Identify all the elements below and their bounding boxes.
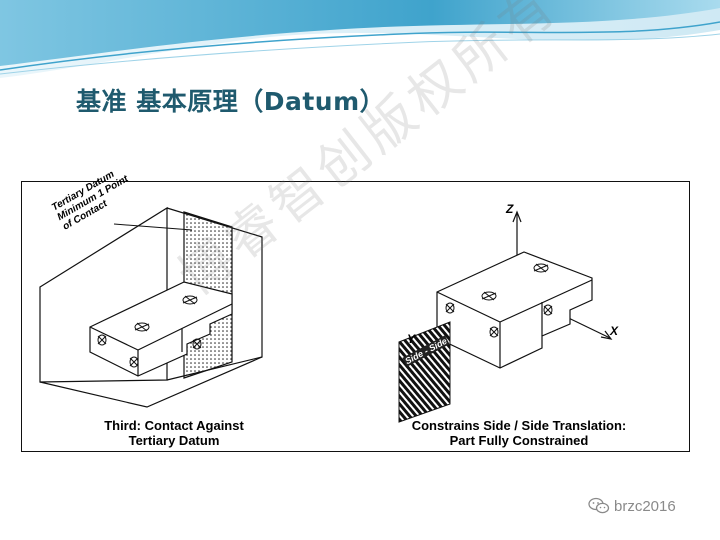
footer-handle: brzc2016	[614, 497, 676, 515]
caption-line: Tertiary Datum	[128, 433, 220, 448]
right-caption: Constrains Side / Side Translation: Part…	[394, 418, 644, 448]
caption-line: Third: Contact Against	[104, 418, 244, 433]
footer-source: brzc2016	[588, 497, 676, 515]
right-target-symbols	[445, 263, 553, 338]
leader-line	[113, 223, 193, 231]
right-part-block	[436, 251, 593, 369]
slide-title: 基准 基本原理（Datum）	[76, 87, 386, 116]
datum-illustration	[39, 206, 613, 423]
left-caption: Third: Contact Against Tertiary Datum	[74, 418, 274, 448]
wechat-icon	[588, 497, 610, 514]
datum-figure-panel: Tertiary Datum Minimum 1 Point of Contac…	[21, 169, 690, 452]
header-wave-banner	[0, 0, 720, 78]
left-target-symbols	[97, 295, 202, 368]
y-axis-label: Y	[407, 332, 416, 346]
caption-line: Part Fully Constrained	[449, 433, 589, 448]
left-part-block	[89, 281, 233, 377]
z-axis-label: Z	[506, 202, 514, 216]
caption-line: Constrains Side / Side Translation:	[411, 418, 627, 433]
x-axis-label: X	[610, 324, 619, 338]
